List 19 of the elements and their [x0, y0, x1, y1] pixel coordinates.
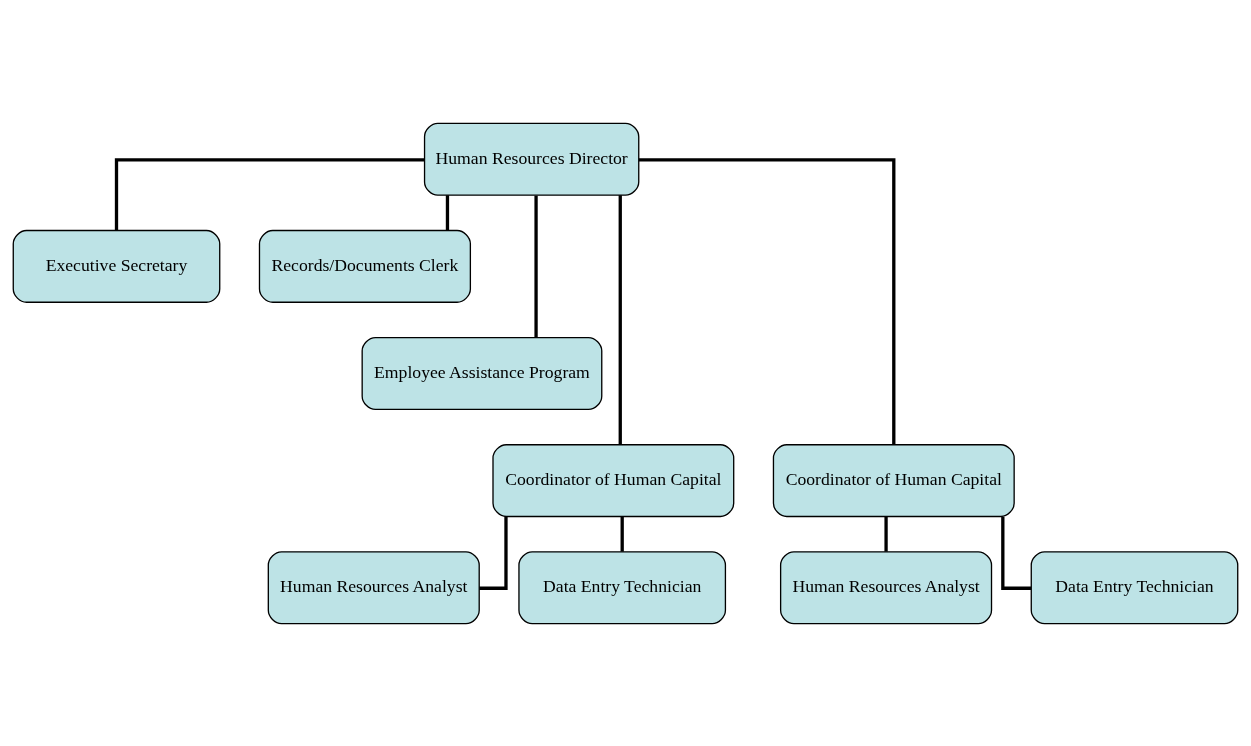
connector [618, 194, 622, 444]
connector [884, 516, 888, 552]
connector [1001, 516, 1032, 590]
node-box: Data Entry Technician [1030, 550, 1239, 624]
node-box: Human Resources Director [423, 122, 640, 196]
connector [114, 157, 425, 230]
connector [638, 157, 896, 444]
node-box: Human Resources Analyst [267, 550, 480, 624]
connector [445, 194, 450, 230]
node-box: Data Entry Technician [518, 550, 727, 624]
node-box: Coordinator of Human Capital [492, 443, 735, 517]
node-box: Records/Documents Clerk [258, 229, 472, 303]
node-box: Human Resources Analyst [779, 550, 993, 624]
connector [534, 195, 538, 337]
connector [479, 516, 508, 590]
node-box: Employee Assistance Program [361, 336, 603, 410]
node-box: Executive Secretary [12, 229, 221, 303]
connector [620, 516, 624, 552]
node-box: Coordinator of Human Capital [772, 443, 1015, 517]
